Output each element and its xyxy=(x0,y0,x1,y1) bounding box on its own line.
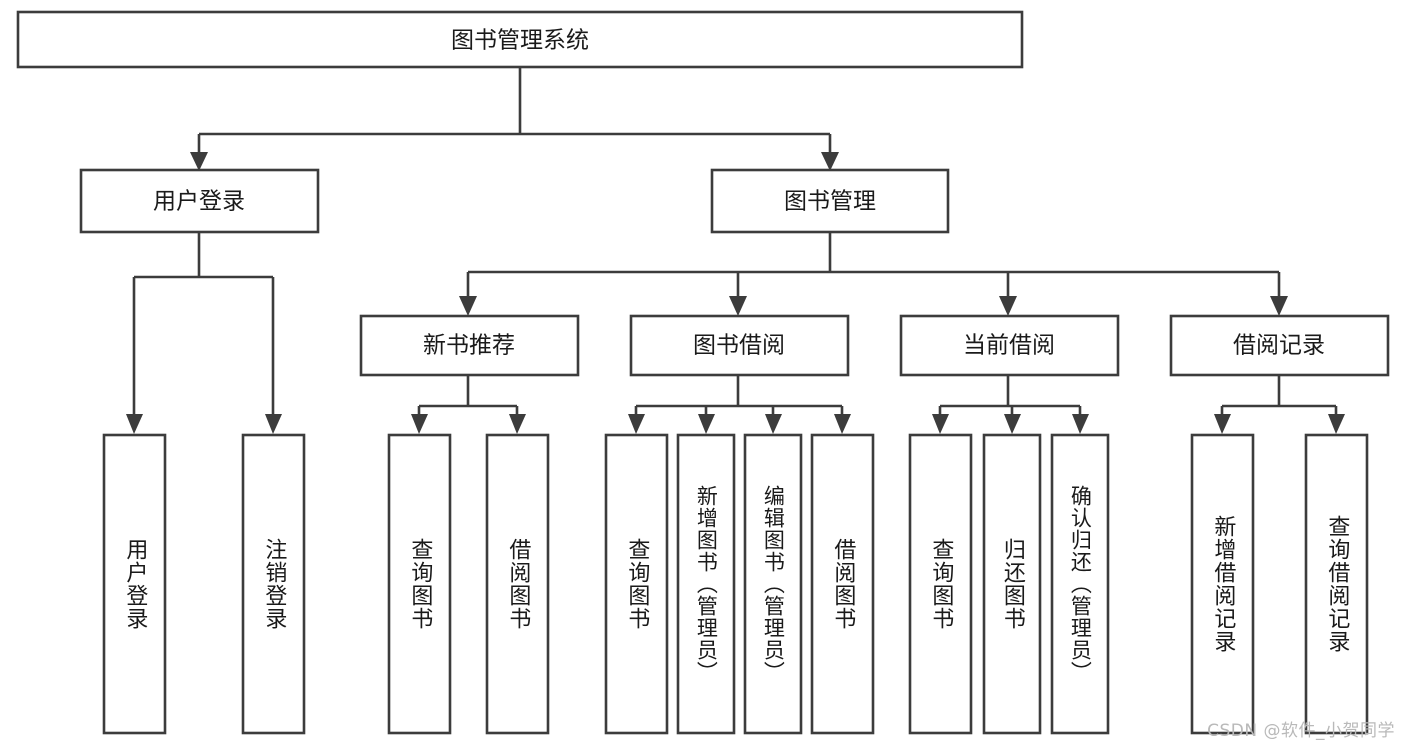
arrow-to-leaf-borrow-book-rec xyxy=(509,414,526,434)
node-root[interactable]: 图书管理系统 xyxy=(16,10,1024,69)
connector-borrowrecord-bus xyxy=(1220,375,1338,418)
leaf-confirm-return-admin-box[interactable] xyxy=(1050,433,1110,735)
node-book-manage[interactable]: 图书管理 xyxy=(710,168,950,234)
leaf-add-borrow-record-box[interactable] xyxy=(1190,433,1255,735)
node-book-borrow[interactable]: 图书借阅 xyxy=(629,314,850,377)
node-book-manage-label: 图书管理 xyxy=(784,189,876,215)
connector-currentborrow-bus xyxy=(938,375,1082,418)
leaf-box-layer xyxy=(102,433,1369,735)
arrow-to-leaf-query-book-rec xyxy=(411,414,428,434)
arrow-to-leaf-edit-book-admin xyxy=(765,414,782,434)
leaf-user-login-box[interactable] xyxy=(102,433,167,735)
connector-root-bus xyxy=(197,67,832,155)
node-user-login[interactable]: 用户登录 xyxy=(79,168,320,234)
connector-bookmanage-bus xyxy=(466,232,1281,300)
node-new-book-recommend-box[interactable] xyxy=(359,314,580,377)
leaf-edit-book-admin-box[interactable] xyxy=(743,433,803,735)
node-current-borrow-box[interactable] xyxy=(899,314,1120,377)
arrow-to-leaf-user-login xyxy=(126,414,143,434)
leaf-borrow-book-rec-box[interactable] xyxy=(485,433,550,735)
arrow-to-leaf-query-borrow-record xyxy=(1328,414,1345,434)
leaf-query-book-cur-box[interactable] xyxy=(908,433,973,735)
node-root-box[interactable] xyxy=(16,10,1024,69)
node-user-login-label: 用户登录 xyxy=(153,189,245,215)
node-new-book-recommend-label: 新书推荐 xyxy=(423,333,515,359)
arrow-to-leaf-return-book xyxy=(1004,414,1021,434)
arrow-to-leaf-query-book-cur xyxy=(932,414,949,434)
node-book-borrow-box[interactable] xyxy=(629,314,850,377)
leaf-logout-box[interactable] xyxy=(241,433,306,735)
node-new-book-recommend[interactable]: 新书推荐 xyxy=(359,314,580,377)
leaf-query-borrow-record-box[interactable] xyxy=(1304,433,1369,735)
node-borrow-record-box[interactable] xyxy=(1169,314,1390,377)
arrow-to-leaf-add-book-admin xyxy=(698,414,715,434)
leaf-query-book-borrow-box[interactable] xyxy=(604,433,669,735)
arrow-to-leaf-confirm-return-admin xyxy=(1072,414,1089,434)
arrow-to-book-manage xyxy=(821,152,839,171)
node-current-borrow[interactable]: 当前借阅 xyxy=(899,314,1120,377)
leaf-query-book-rec-box[interactable] xyxy=(387,433,452,735)
arrow-to-user-login xyxy=(190,152,208,171)
leaf-add-book-admin-box[interactable] xyxy=(676,433,736,735)
node-book-borrow-label: 图书借阅 xyxy=(693,333,785,359)
node-book-manage-box[interactable] xyxy=(710,168,950,234)
node-borrow-record-label: 借阅记录 xyxy=(1233,333,1325,359)
arrow-to-current-borrow xyxy=(999,296,1017,316)
node-user-login-box[interactable] xyxy=(79,168,320,234)
arrow-to-borrow-record xyxy=(1270,296,1288,316)
connector-newbook-bus xyxy=(417,375,519,418)
leaf-borrow-book-box[interactable] xyxy=(810,433,875,735)
connector-userlogin-bus xyxy=(132,232,275,418)
leaf-return-book-box[interactable] xyxy=(982,433,1042,735)
node-root-label: 图书管理系统 xyxy=(451,28,589,54)
arrow-to-leaf-logout xyxy=(265,414,282,434)
arrow-to-book-borrow xyxy=(729,296,747,316)
arrow-to-leaf-add-borrow-record xyxy=(1214,414,1231,434)
node-current-borrow-label: 当前借阅 xyxy=(963,333,1055,359)
arrow-to-leaf-borrow-book xyxy=(834,414,851,434)
arrow-to-leaf-query-book-borrow xyxy=(628,414,645,434)
connector-layer xyxy=(126,67,1345,434)
watermark: CSDN @软件_小贺同学 xyxy=(1207,721,1395,741)
arrow-to-new-book-recommend xyxy=(459,296,477,316)
connector-bookborrow-bus xyxy=(634,375,844,418)
node-borrow-record[interactable]: 借阅记录 xyxy=(1169,314,1390,377)
